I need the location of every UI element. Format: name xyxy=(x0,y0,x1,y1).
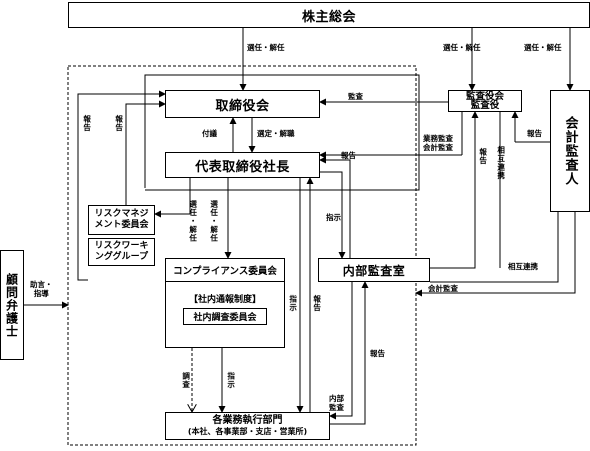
shareholders-meeting-box: 株主総会 xyxy=(68,2,590,28)
label-instruct-internal-audit: 指示 xyxy=(326,213,341,222)
label-investigate: 調査 xyxy=(181,372,191,389)
label-internal-audit-line-2: 監査 xyxy=(329,403,344,412)
label-report-inner: 報告 xyxy=(114,115,124,132)
label-internal-audit-action: 内部 監査 xyxy=(329,394,344,412)
legal-advisor-label: 顧問弁護士 xyxy=(4,272,19,338)
label-report-internal-audit-up: 報告 xyxy=(478,148,488,165)
label-advice-line-2: 指導 xyxy=(33,289,49,298)
label-elect-dismiss-risk-2: 選任・解任 xyxy=(209,200,219,243)
label-business-accounting-audit: 業務監査 会計監査 xyxy=(423,134,453,152)
accounting-auditor-box: 会計監査人 xyxy=(550,90,590,212)
internal-audit-office-box: 内部監査室 xyxy=(318,258,430,282)
label-report-outer: 報告 xyxy=(82,115,92,132)
president-box: 代表取締役社長 xyxy=(165,152,320,178)
accounting-auditor-label: 会計監査人 xyxy=(562,116,578,186)
label-instruct-president: 指示 xyxy=(288,295,298,312)
internal-audit-label: 内部監査室 xyxy=(342,263,406,278)
label-accounting-audit: 会計監査 xyxy=(423,143,453,152)
label-advice: 助言・ 指導 xyxy=(30,280,53,298)
company-boundary xyxy=(67,65,417,446)
auditors-box: 監査役会 監査役 xyxy=(448,90,522,112)
label-elect-dismiss-accounting: 選任・解任 xyxy=(524,43,562,52)
label-mutual-coop-horizontal: 相互連携 xyxy=(508,262,538,271)
label-elect-dismiss-auditors: 選任・解任 xyxy=(443,43,481,52)
risk-management-committee-box: リスクマネジ メント委員会 xyxy=(88,205,155,235)
label-instruct-compliance: 指示 xyxy=(226,372,236,389)
president-label: 代表取締役社長 xyxy=(195,159,290,175)
risk-mgmt-line-2: メント委員会 xyxy=(94,220,149,230)
label-report-accounting: 報告 xyxy=(527,129,542,138)
business-divisions-subtitle: (本社、各事業部・支店・営業所) xyxy=(187,427,308,437)
label-elect-dismiss-president: 選定・解職 xyxy=(257,129,295,138)
risk-wg-line-1: リスクワーキ xyxy=(94,241,149,252)
label-internal-audit-line-1: 内部 xyxy=(329,394,344,403)
compliance-committee-title-row: コンプライアンス委員会 xyxy=(166,259,284,282)
label-elect-dismiss-risk-1: 選任・解任 xyxy=(188,200,198,243)
label-advice-line-1: 助言・ xyxy=(30,280,53,289)
board-label: 取締役会 xyxy=(215,98,270,114)
label-accounting-audit-company: 会計監査 xyxy=(428,284,458,293)
label-mutual-coop-vertical: 相互連携 xyxy=(496,146,506,180)
label-elect-dismiss-board: 選任・解任 xyxy=(247,43,285,52)
risk-working-group-box: リスクワーキ ンググループ xyxy=(88,238,155,266)
label-report-to-internal-audit: 報告 xyxy=(370,349,385,358)
board-of-directors-box: 取締役会 xyxy=(165,90,320,118)
auditors-line-1: 監査役会 xyxy=(465,90,504,102)
whistleblowing-label: 【社内通報制度】 xyxy=(188,295,261,305)
business-divisions-title: 各業務執行部門 xyxy=(212,415,283,427)
label-audit-board: 監査 xyxy=(348,92,363,101)
label-business-audit: 業務監査 xyxy=(423,134,453,143)
internal-investigation-box: 社内調査委員会 xyxy=(183,308,267,325)
label-report-from-auditors: 報告 xyxy=(341,151,356,160)
label-supervise: 付議 xyxy=(202,129,217,138)
label-report-business: 報告 xyxy=(312,295,322,312)
internal-investigation-label: 社内調査委員会 xyxy=(193,313,257,323)
legal-advisor-box: 顧問弁護士 xyxy=(0,250,24,360)
compliance-committee-box: コンプライアンス委員会 【社内通報制度】 社内調査委員会 xyxy=(165,258,285,348)
risk-mgmt-line-1: リスクマネジ xyxy=(94,209,149,220)
risk-wg-line-2: ンググループ xyxy=(94,252,149,262)
compliance-committee-label: コンプライアンス委員会 xyxy=(173,266,277,277)
business-divisions-box: 各業務執行部門 (本社、各事業部・支店・営業所) xyxy=(165,412,330,440)
auditors-line-2: 監査役 xyxy=(470,100,500,111)
shareholders-meeting-label: 株主総会 xyxy=(301,9,356,25)
